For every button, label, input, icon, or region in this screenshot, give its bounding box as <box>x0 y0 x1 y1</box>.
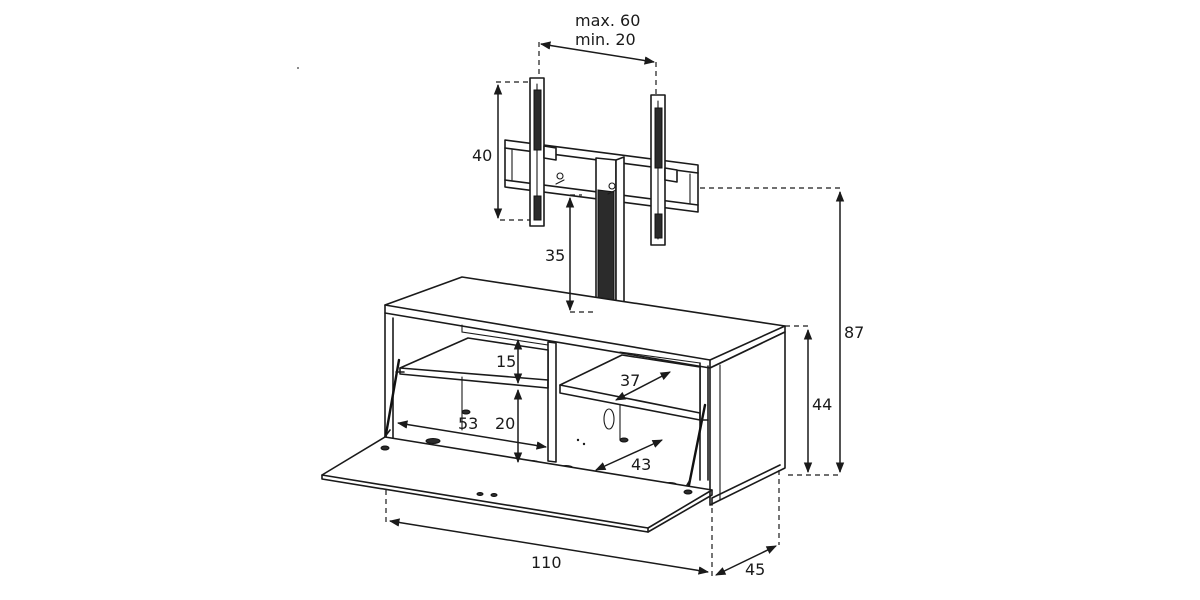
label-cabinet-height: 44 <box>812 395 832 414</box>
tv-mount <box>504 77 699 313</box>
label-bracket-spacing-min: min. 20 <box>575 30 636 49</box>
label-compartment-width: 53 <box>458 414 478 433</box>
label-shelf-gap-bottom: 20 <box>495 414 515 433</box>
dimension-labels: max. 60 min. 20 40 35 15 20 53 37 43 87 … <box>458 11 864 579</box>
label-shelf-depth: 37 <box>620 371 640 390</box>
label-total-width: 110 <box>531 553 562 572</box>
label-total-height: 87 <box>844 323 864 342</box>
label-bracket-height: 40 <box>472 146 492 165</box>
dimension-lines <box>385 41 845 578</box>
label-total-depth: 45 <box>745 560 765 579</box>
cabinet <box>321 276 786 533</box>
label-inner-depth: 43 <box>631 455 651 474</box>
stray-mark <box>297 67 299 69</box>
label-column-height: 35 <box>545 246 565 265</box>
label-shelf-gap-top: 15 <box>496 352 516 371</box>
label-bracket-spacing-max: max. 60 <box>575 11 640 30</box>
